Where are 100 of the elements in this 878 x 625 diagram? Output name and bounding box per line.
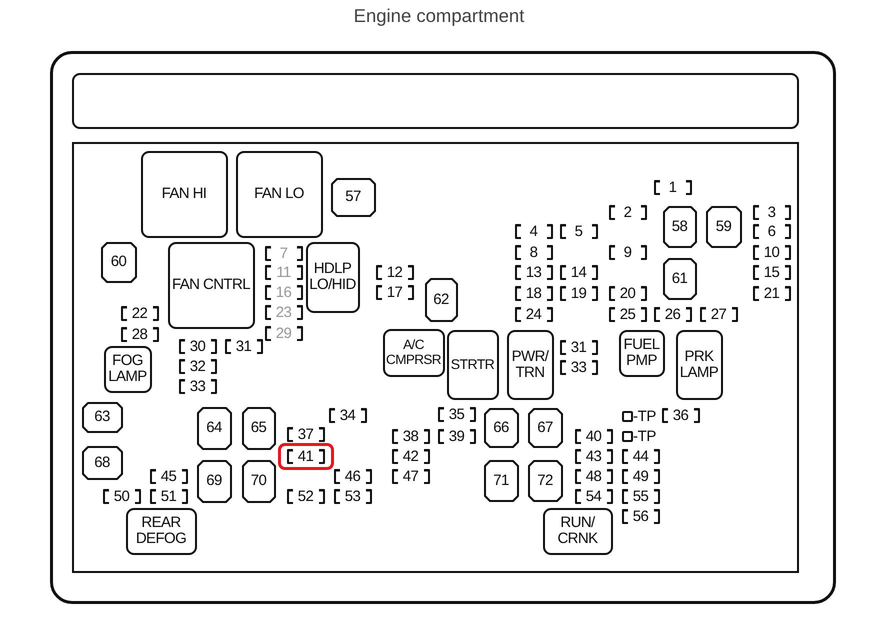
highlight-outline xyxy=(278,442,334,470)
relay-block xyxy=(196,406,232,450)
test-point-icon xyxy=(622,430,632,442)
cover-strip xyxy=(72,73,799,129)
fuse-number: 2 xyxy=(624,205,632,220)
fuse-number: 53 xyxy=(344,489,360,504)
fuse-number: 35 xyxy=(448,407,464,422)
fuse-number: 46 xyxy=(344,469,360,484)
fuse-number: 1 xyxy=(668,180,676,195)
fuse-number: 25 xyxy=(620,307,636,322)
relay-block xyxy=(662,206,696,248)
fuse-panel xyxy=(72,142,799,573)
fuse-box-housing xyxy=(50,51,836,604)
fuse-number: 52 xyxy=(298,489,314,504)
relay-box xyxy=(126,508,196,554)
fuse-number: 54 xyxy=(586,489,602,504)
relay-number: 60 xyxy=(110,254,126,270)
test-point-icon xyxy=(622,410,632,422)
relay-block xyxy=(424,278,458,322)
relay-label: RUN/ CRNK xyxy=(556,515,599,547)
relay-box xyxy=(506,330,554,400)
relay-number: 57 xyxy=(345,189,361,205)
relay-label: PWR/ TRN xyxy=(510,348,550,380)
fuse-number: 3 xyxy=(768,205,776,220)
fuse-number: 31 xyxy=(570,340,586,355)
fuse-number: 17 xyxy=(386,285,402,300)
fuse-number: 37 xyxy=(298,427,314,442)
relay-label: FOG LAMP xyxy=(107,353,148,385)
fuse-number: 47 xyxy=(402,469,418,484)
relay-block xyxy=(82,402,122,432)
fuse-number: 43 xyxy=(586,449,602,464)
relay-label: STRTR xyxy=(450,357,494,372)
fuse-number: 13 xyxy=(526,265,542,280)
fuse-number: 27 xyxy=(710,307,726,322)
relay-box xyxy=(168,242,254,328)
relay-block xyxy=(528,408,562,448)
fuse-number: 24 xyxy=(526,307,542,322)
relay-box xyxy=(236,150,322,238)
fuse-number: 33 xyxy=(570,360,586,375)
fuse-number: 21 xyxy=(764,286,780,301)
fuse-number: 18 xyxy=(526,286,542,301)
relay-box xyxy=(140,150,228,238)
relay-number: 64 xyxy=(206,420,222,436)
relay-number: 63 xyxy=(94,409,110,425)
fuse-number: 34 xyxy=(340,408,356,423)
relay-number: 67 xyxy=(537,420,553,436)
fuse-number: 31 xyxy=(236,339,252,354)
diagram-title: Engine compartment xyxy=(354,5,524,26)
fuse-number: 39 xyxy=(448,429,464,444)
relay-label: A/C CMPRSR xyxy=(385,338,442,367)
relay-number: 59 xyxy=(716,218,732,234)
relay-number: 65 xyxy=(250,420,266,436)
relay-number: 69 xyxy=(206,473,222,489)
fuse-number: 6 xyxy=(768,224,776,239)
fuse-slot xyxy=(286,449,324,464)
fuse-number: 26 xyxy=(664,307,680,322)
relay-label: FAN LO xyxy=(254,186,304,202)
fuse-number: 33 xyxy=(190,379,206,394)
relay-label: FUEL PMP xyxy=(622,337,661,369)
fuse-number: 29 xyxy=(276,326,292,341)
relay-number: 71 xyxy=(493,472,509,488)
fuse-slot xyxy=(286,427,324,442)
fuse-number: 38 xyxy=(402,429,418,444)
relay-box xyxy=(382,328,444,376)
fuse-number: 15 xyxy=(764,265,780,280)
fuse-number: 23 xyxy=(276,305,292,320)
fuse-number: 30 xyxy=(190,339,206,354)
relay-label: REAR DEFOG xyxy=(134,515,188,547)
fuse-number: 40 xyxy=(586,429,602,444)
fuse-number: 8 xyxy=(530,245,538,260)
relay-label: FAN HI xyxy=(162,186,206,202)
fuse-number: 49 xyxy=(632,469,648,484)
fuse-number: 41 xyxy=(298,449,314,464)
relay-box xyxy=(676,330,722,400)
relay-box xyxy=(618,330,664,376)
relay-block xyxy=(662,258,696,300)
relay-number: 68 xyxy=(94,454,110,470)
relay-block xyxy=(100,242,136,282)
fuse-number: 50 xyxy=(114,489,130,504)
relay-block xyxy=(242,460,276,502)
fuse-number: 48 xyxy=(586,469,602,484)
fuse-number: 28 xyxy=(132,327,148,342)
relay-label: FAN CNTRL xyxy=(172,277,250,293)
fuse-number: 44 xyxy=(632,449,648,464)
relay-block xyxy=(242,406,276,450)
relay-block xyxy=(484,460,518,502)
relay-block xyxy=(528,460,562,502)
fuse-number: 19 xyxy=(570,286,586,301)
relay-number: 61 xyxy=(672,270,688,286)
relay-number: 66 xyxy=(493,420,509,436)
relay-box xyxy=(446,330,498,400)
fuse-number: 55 xyxy=(632,489,648,504)
relay-block xyxy=(82,446,122,480)
test-point-label: -TP xyxy=(633,428,656,444)
fuse-number: 36 xyxy=(672,408,688,423)
relay-block xyxy=(706,206,742,248)
relay-box xyxy=(542,508,612,554)
fuse-number: 9 xyxy=(624,245,632,260)
relay-label: HDLP LO/HID xyxy=(308,261,357,293)
fuse-number: 14 xyxy=(570,265,586,280)
